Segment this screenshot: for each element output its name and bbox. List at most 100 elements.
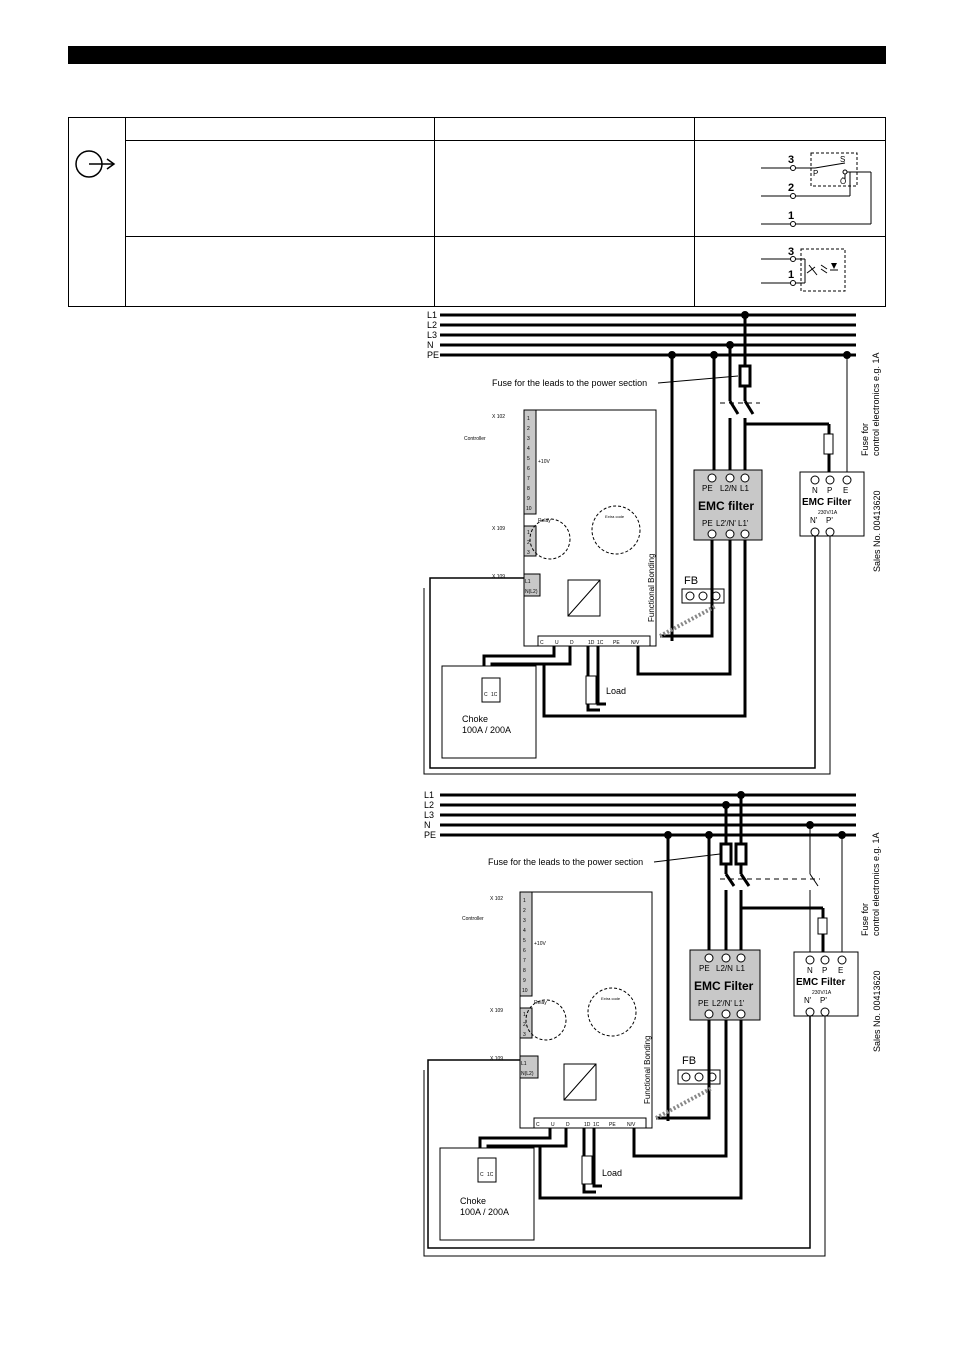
- supply-lines: L1 L2 L3 N PE: [427, 310, 856, 360]
- svg-text:Extra code: Extra code: [605, 514, 625, 519]
- svg-text:L1: L1: [736, 964, 745, 973]
- fuse-power-label: Fuse for the leads to the power section: [492, 378, 647, 388]
- svg-text:Controller: Controller: [464, 436, 486, 442]
- svg-text:L1': L1': [734, 999, 745, 1008]
- svg-text:X 102: X 102: [490, 896, 503, 902]
- svg-text:1: 1: [788, 269, 794, 281]
- relay-contact-symbol: 3 2 1 S P Ö: [761, 152, 872, 227]
- svg-text:L2'/N': L2'/N': [712, 999, 732, 1008]
- opto-data-cell: [434, 236, 695, 307]
- svg-text:PE: PE: [609, 1122, 616, 1128]
- svg-text:P': P': [820, 996, 827, 1005]
- svg-text:N': N': [810, 516, 818, 525]
- svg-text:+10V: +10V: [538, 459, 550, 465]
- svg-text:2: 2: [523, 1022, 526, 1028]
- svg-text:7: 7: [523, 958, 526, 964]
- output-spec-table: 3 2 1 S P Ö: [68, 117, 886, 307]
- svg-text:10: 10: [526, 506, 532, 512]
- svg-text:2: 2: [788, 182, 794, 194]
- svg-text:L2: L2: [424, 800, 434, 810]
- x102-terminals: 1 2 3 4 5 6 7 8 9 10 1 2 3: [522, 898, 528, 1038]
- svg-text:1: 1: [788, 210, 794, 222]
- fuse-control-label: Fuse forcontrol electronics e.g. 1A: [860, 352, 881, 456]
- line-label-l2: L2: [427, 320, 437, 330]
- wiring-diagram-single-phase: L1 L2 L3 N PE Fuse for the leads to the …: [423, 310, 882, 775]
- svg-text:Relay: Relay: [538, 518, 551, 524]
- svg-text:X 109: X 109: [490, 1056, 503, 1062]
- svg-text:8: 8: [527, 486, 530, 492]
- svg-text:2: 2: [527, 540, 530, 546]
- header-col-2: [434, 117, 695, 141]
- svg-text:1: 1: [523, 898, 526, 904]
- svg-text:Sales No. 00413620: Sales No. 00413620: [872, 970, 882, 1052]
- svg-text:3: 3: [523, 1032, 526, 1038]
- svg-text:PE: PE: [424, 830, 436, 840]
- svg-text:E: E: [843, 486, 848, 495]
- svg-text:+10V: +10V: [534, 941, 546, 947]
- svg-text:3: 3: [788, 154, 794, 166]
- svg-text:X 109: X 109: [492, 574, 505, 580]
- svg-text:X 102: X 102: [492, 414, 505, 420]
- svg-text:3: 3: [527, 436, 530, 442]
- svg-text:4: 4: [523, 928, 526, 934]
- svg-text:C: C: [540, 640, 544, 646]
- svg-text:PE: PE: [699, 964, 710, 973]
- svg-text:1C: 1C: [593, 1122, 600, 1128]
- line-label-pe: PE: [427, 350, 439, 360]
- header-col-1: [124, 117, 436, 141]
- line-label-n: N: [427, 340, 434, 350]
- svg-text:Choke: Choke: [460, 1196, 486, 1206]
- svg-text:P: P: [827, 486, 832, 495]
- svg-text:L1: L1: [525, 579, 531, 585]
- svg-text:L2/N: L2/N: [720, 484, 737, 493]
- svg-text:Relay: Relay: [534, 1000, 547, 1006]
- fuse-control-label: Fuse forcontrol electronics e.g. 1A: [860, 832, 881, 936]
- header-col-3: [694, 117, 886, 141]
- svg-text:1D: 1D: [584, 1122, 591, 1128]
- svg-text:6: 6: [523, 948, 526, 954]
- emc-filter-control: N P E EMC Filter 230V/1A N' P': [793, 951, 859, 1017]
- supply-lines: L1 L2 L3 N PE: [424, 790, 856, 840]
- emc-filter-main: PE L2/N L1 EMC filter PE L2'/N' L1': [693, 469, 763, 541]
- svg-text:10: 10: [522, 988, 528, 994]
- svg-text:D: D: [566, 1122, 570, 1128]
- svg-text:230V/1A: 230V/1A: [818, 510, 838, 516]
- svg-text:Ö: Ö: [840, 177, 846, 186]
- relay-symbol-cell: 3 2 1 S P Ö: [694, 140, 886, 237]
- svg-text:L2/N: L2/N: [716, 964, 733, 973]
- emc-filter-control: N P E EMC Filter 230V/1A N' P': [799, 471, 865, 537]
- svg-text:L1: L1: [740, 484, 749, 493]
- svg-text:Functional Bonding: Functional Bonding: [643, 1036, 652, 1105]
- svg-text:1C: 1C: [487, 1172, 494, 1178]
- fb-label: FB: [684, 575, 698, 587]
- svg-text:PE: PE: [702, 484, 713, 493]
- svg-text:P: P: [813, 169, 818, 178]
- svg-text:9: 9: [523, 978, 526, 984]
- svg-text:N: N: [812, 486, 818, 495]
- svg-text:EMC Filter: EMC Filter: [802, 497, 852, 508]
- svg-text:C: C: [484, 692, 488, 698]
- svg-text:D: D: [570, 640, 574, 646]
- svg-text:C: C: [480, 1172, 484, 1178]
- svg-text:U: U: [555, 640, 559, 646]
- svg-text:P': P': [826, 516, 833, 525]
- svg-text:Fuse for the leads to the powe: Fuse for the leads to the power section: [488, 857, 643, 867]
- svg-text:S: S: [840, 155, 845, 164]
- svg-text:X 109: X 109: [490, 1008, 503, 1014]
- svg-text:L3: L3: [424, 810, 434, 820]
- svg-text:100A / 200A: 100A / 200A: [462, 725, 511, 735]
- svg-text:5: 5: [527, 456, 530, 462]
- load-label: Load: [602, 1168, 622, 1178]
- svg-text:1: 1: [523, 1012, 526, 1018]
- controller-board: X 102 X 109 X 109 Controller +10V L1 N(L…: [462, 891, 653, 1129]
- svg-text:3: 3: [523, 918, 526, 924]
- svg-text:1D: 1D: [588, 640, 595, 646]
- svg-text:EMC filter: EMC filter: [698, 499, 754, 513]
- svg-text:6: 6: [527, 466, 530, 472]
- choke: C 1C Choke 100A / 200A: [441, 665, 537, 759]
- svg-text:FB: FB: [682, 1055, 696, 1067]
- svg-text:7: 7: [527, 476, 530, 482]
- svg-text:N/V: N/V: [627, 1122, 636, 1128]
- svg-text:Extra code: Extra code: [601, 996, 621, 1001]
- svg-text:N/V: N/V: [631, 640, 640, 646]
